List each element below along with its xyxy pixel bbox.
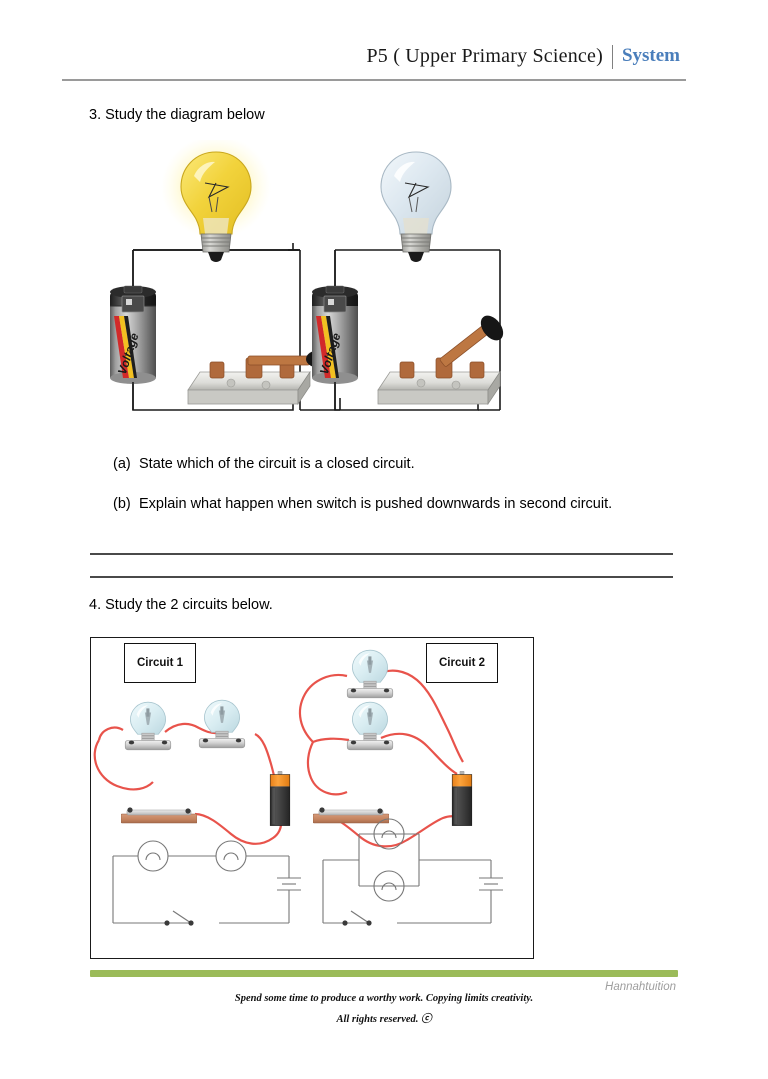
- bulb-2: [198, 699, 246, 749]
- battery-circuit-1: [269, 771, 291, 827]
- page-header: P5 ( Upper Primary Science) System: [0, 44, 768, 80]
- knife-switch-closed: [187, 350, 334, 406]
- header-rule: [62, 79, 686, 81]
- footer-accent-bar: [90, 970, 678, 977]
- footer-credit: Hannahtuition: [605, 981, 676, 993]
- switch-circuit-2: [313, 806, 389, 824]
- bulb-4: [346, 701, 394, 751]
- header-system-label: System: [621, 45, 680, 66]
- q3-left-circuit: Voltage: [110, 135, 341, 411]
- battery-circuit-2: [451, 771, 473, 827]
- header-divider: [611, 45, 613, 69]
- battery-right: Voltage: [312, 250, 358, 410]
- bulb-screw-base: [200, 233, 232, 253]
- answer-line-2[interactable]: [90, 576, 673, 578]
- bulb-3: [346, 649, 394, 699]
- question-3a: (a) State which of the circuit is a close…: [113, 455, 653, 474]
- circuit-1-schematic: [112, 840, 301, 926]
- question-3-title: 3. Study the diagram below: [89, 107, 265, 123]
- knife-switch-open: [377, 315, 504, 406]
- question-4-diagram-box: Circuit 1 Circuit 2: [90, 637, 534, 959]
- circuit-2-label: Circuit 2: [426, 643, 498, 683]
- battery-left: Voltage: [110, 250, 156, 410]
- circuit-1-photo: [93, 699, 291, 845]
- footer-motto: Spend some time to produce a worthy work…: [234, 993, 534, 1004]
- header-title: P5 ( Upper Primary Science): [366, 45, 603, 67]
- answer-line-1[interactable]: [90, 553, 673, 555]
- question-3-diagram: Voltage: [88, 135, 688, 440]
- bulb-1: [124, 701, 172, 751]
- footer-rights: All rights reserved. ⓒ: [336, 1014, 432, 1025]
- bulb-contact-tip: [208, 252, 224, 262]
- circuit-1-label: Circuit 1: [124, 643, 196, 683]
- circuit-2-schematic: [322, 818, 503, 926]
- q3-right-circuit: Voltage: [312, 151, 504, 411]
- question-3a-label: (a): [113, 456, 131, 472]
- switch-blade: [247, 355, 311, 366]
- switch-handle: [480, 315, 504, 341]
- question-3a-text: State which of the circuit is a closed c…: [139, 456, 415, 472]
- switch-circuit-1: [121, 806, 197, 824]
- circuit-2-photo: [298, 649, 473, 848]
- question-3b-label: (b): [113, 496, 131, 512]
- question-4-title: 4. Study the 2 circuits below.: [89, 597, 273, 613]
- question-3b-text: Explain what happen when switch is pushe…: [139, 496, 613, 512]
- question-3b: (b) Explain what happen when switch is pu…: [113, 495, 653, 514]
